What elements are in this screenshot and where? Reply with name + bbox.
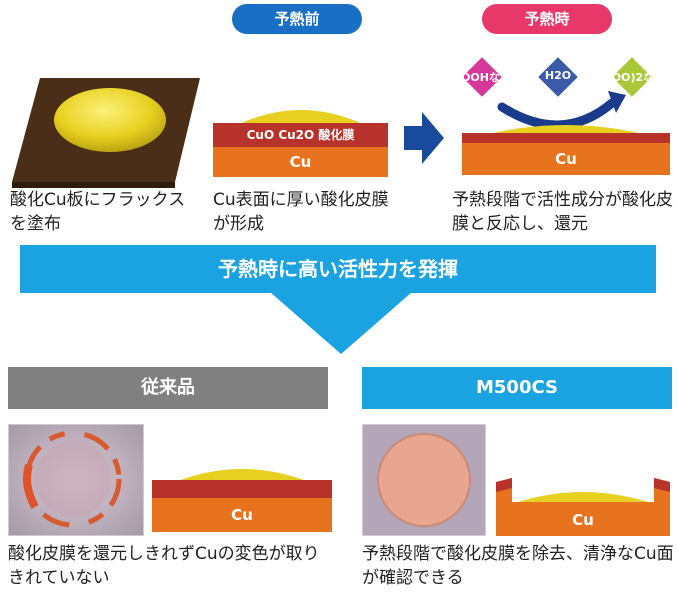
- cu-label: Cu: [289, 153, 312, 171]
- h2o-label: H2O: [544, 69, 572, 82]
- cu-coo-label: Cu(COO)2など: [582, 71, 666, 84]
- step3-illustration: COOHなど H2O Cu(COO)2など Cu: [453, 55, 670, 180]
- cu-label: Cu: [555, 150, 577, 168]
- oxide-film-layer: CuO Cu2O 酸化膜: [213, 123, 388, 147]
- step1-caption: 酸化Cu板にフラックスを塗布: [10, 190, 186, 234]
- reaction-arrow-icon: [497, 91, 626, 130]
- flux-drop: [54, 88, 166, 152]
- oxide-film-layer-thin: [462, 133, 670, 143]
- highlight-banner: 予熱時に高い活性力を発揮: [20, 245, 656, 293]
- conventional-title: 従来品: [8, 367, 328, 409]
- down-arrow-icon: [270, 292, 412, 354]
- before-preheat-label: 予熱前: [232, 4, 362, 34]
- conventional-result-photo: [8, 424, 144, 536]
- cooh-label: COOHなど: [453, 71, 511, 84]
- product-title: M500CS: [362, 367, 672, 409]
- oxidized-cu-plate-illustration: [12, 78, 200, 188]
- cu-label: Cu: [231, 506, 253, 524]
- step2-caption: Cu表面に厚い酸化皮膜が形成: [213, 190, 389, 234]
- cu-layer: Cu: [152, 498, 332, 532]
- during-preheat-label: 予熱時: [482, 4, 612, 34]
- cu-layer: Cu: [462, 143, 670, 175]
- oxide-film-label: CuO Cu2O 酸化膜: [246, 128, 355, 142]
- conventional-caption: 酸化皮膜を還元しきれずCuの変色が取りきれていない: [8, 544, 320, 588]
- oxide-film-layer: [152, 480, 332, 498]
- product-result-photo: [362, 424, 486, 536]
- right-arrow-icon: [404, 112, 444, 164]
- step3-caption: 予熱段階で活性成分が酸化皮膜と反応し、還元: [452, 190, 673, 234]
- flux-layer: [484, 125, 648, 135]
- product-cross-section: Cu: [496, 478, 670, 536]
- step2-illustration: CuO Cu2O 酸化膜 Cu: [213, 100, 388, 180]
- cleaned-cu-well: [496, 478, 670, 536]
- product-caption: 予熱段階で酸化皮膜を除去、清浄なCu面が確認できる: [362, 544, 674, 588]
- conventional-cross-section: Cu: [152, 460, 332, 534]
- cu-label: Cu: [572, 511, 594, 529]
- cu-layer: Cu: [213, 147, 388, 177]
- banner-text: 予熱時に高い活性力を発揮: [218, 257, 458, 281]
